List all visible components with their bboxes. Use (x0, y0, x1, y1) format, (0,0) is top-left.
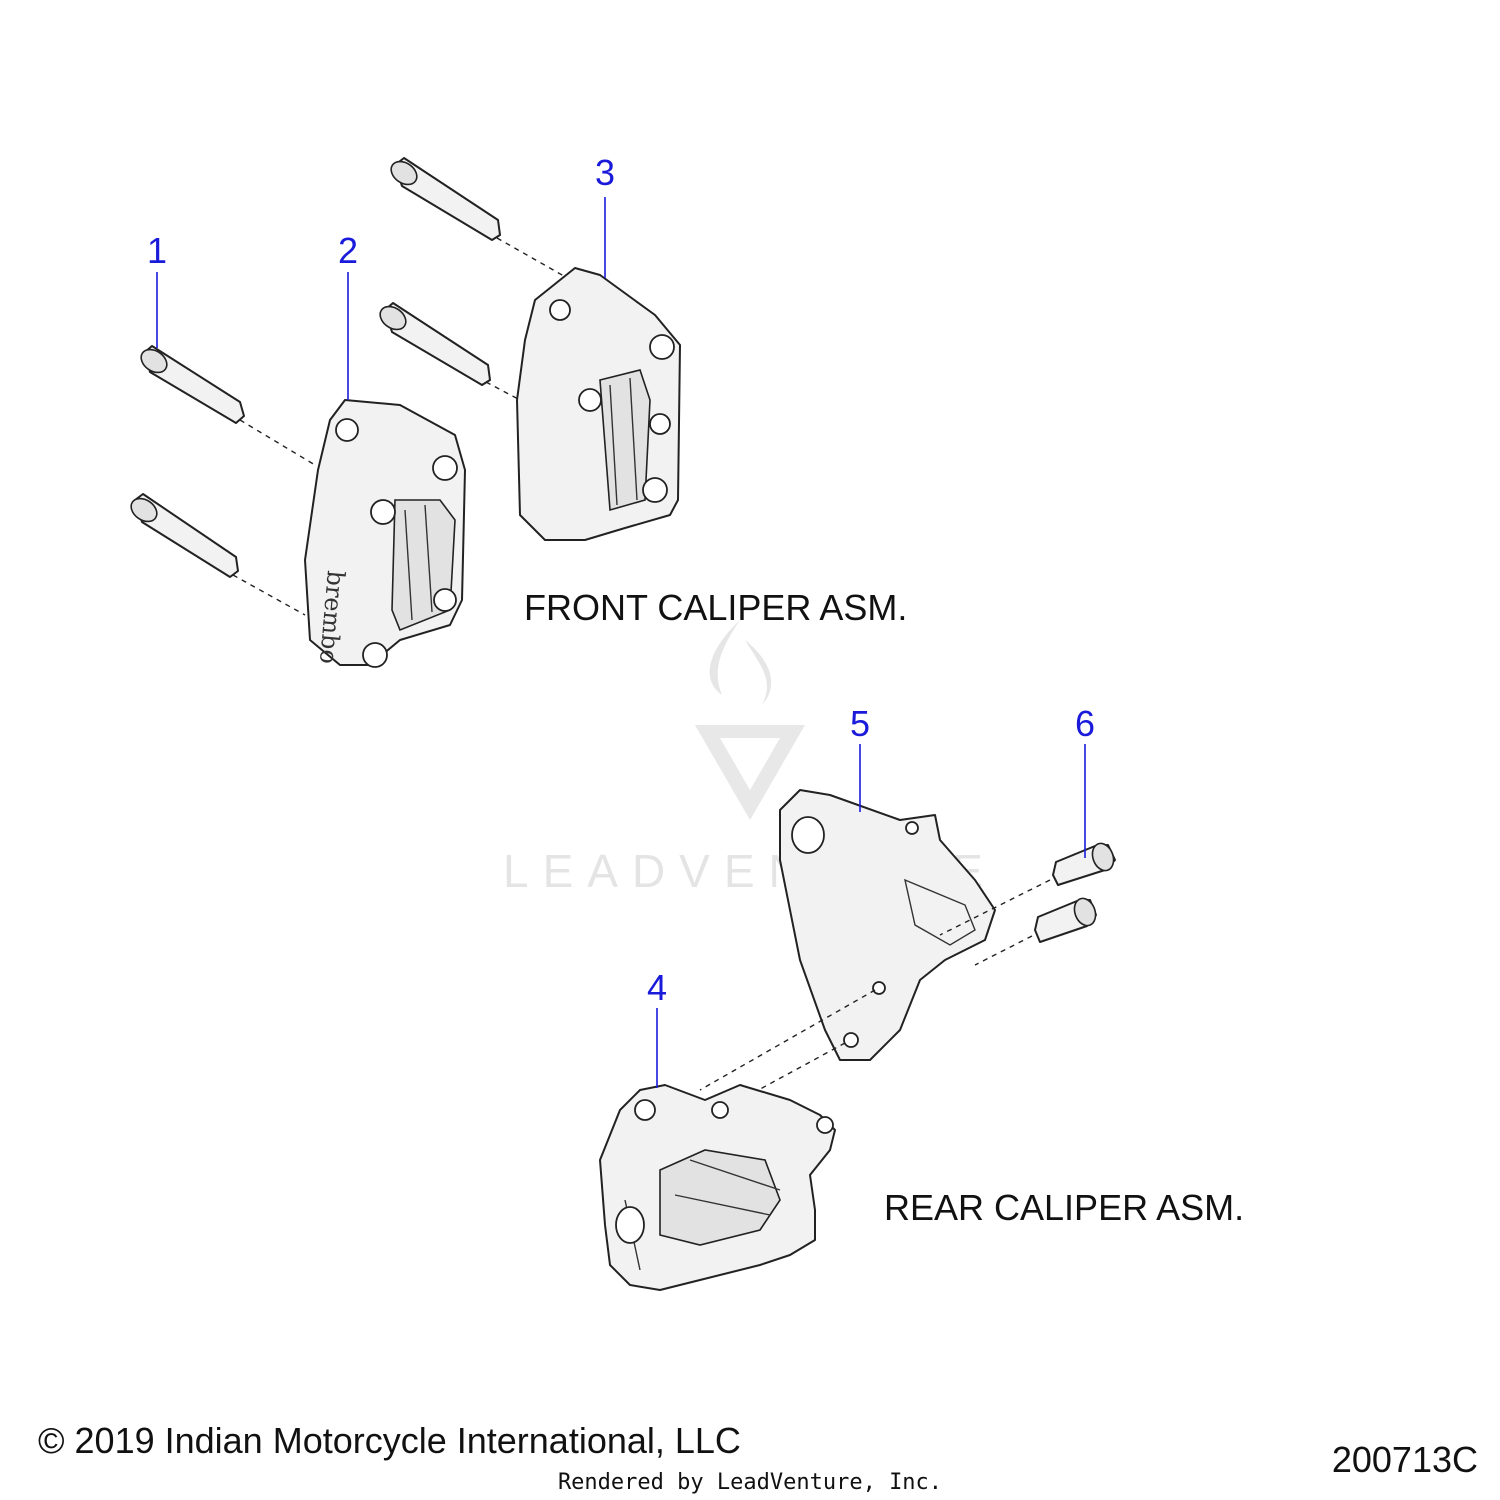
callout-2[interactable]: 2 (338, 230, 358, 271)
part-6-bolt-lower[interactable] (974, 895, 1099, 966)
part-1-bolt-lower[interactable] (127, 493, 306, 616)
callout-4[interactable]: 4 (647, 967, 667, 1008)
part-3-bolt-upper[interactable] (387, 157, 586, 289)
copyright-text: © 2019 Indian Motorcycle International, … (38, 1420, 741, 1461)
front-caliper-label: FRONT CALIPER ASM. (524, 587, 907, 628)
document-number: 200713C (1332, 1439, 1478, 1480)
callout-6[interactable]: 6 (1075, 703, 1095, 744)
part-5-caliper-bracket[interactable] (779, 789, 996, 1061)
callout-1[interactable]: 1 (147, 230, 167, 271)
callout-5[interactable]: 5 (850, 703, 870, 744)
rendered-by-text: Rendered by LeadVenture, Inc. (558, 1470, 942, 1495)
rear-caliper-label: REAR CALIPER ASM. (884, 1187, 1244, 1228)
part-3-bolt-lower[interactable] (376, 302, 521, 401)
callout-3[interactable]: 3 (595, 152, 615, 193)
part-3-front-caliper-right[interactable] (516, 267, 681, 541)
part-2-front-caliper-left[interactable]: brembo (304, 399, 466, 668)
watermark-v-icon (695, 725, 805, 820)
watermark-flame-icon (709, 620, 772, 705)
part-6-bolt-upper[interactable] (939, 840, 1117, 936)
part-1-bolt[interactable] (137, 345, 316, 466)
part-4-rear-caliper[interactable] (599, 1084, 836, 1291)
